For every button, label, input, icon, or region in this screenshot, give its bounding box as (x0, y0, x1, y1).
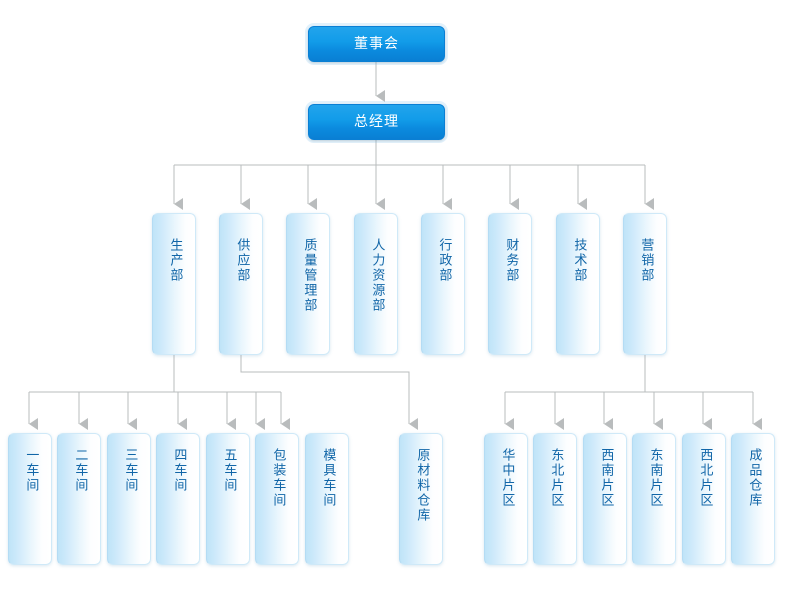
edge-supply-to-warehouse (240, 355, 418, 430)
node-workshop-3[interactable]: 三车间 (107, 433, 151, 565)
node-finished-goods-warehouse[interactable]: 成品仓库 (731, 433, 775, 565)
node-region-northwest[interactable]: 西北片区 (682, 433, 726, 565)
node-department-marketing-label: 营销部 (638, 238, 654, 283)
node-department-technology[interactable]: 技术部 (556, 213, 600, 355)
node-department-supply-label: 供应部 (234, 238, 250, 283)
node-department-finance-label: 财务部 (503, 238, 519, 283)
node-raw-material-warehouse-label: 原材料仓库 (414, 448, 430, 523)
node-region-southwest-label: 西南片区 (598, 448, 614, 508)
node-department-administration-label: 行政部 (436, 238, 452, 283)
node-region-southwest[interactable]: 西南片区 (583, 433, 627, 565)
node-workshop-2[interactable]: 二车间 (57, 433, 101, 565)
node-board[interactable]: 董事会 (308, 26, 445, 62)
node-workshop-4-label: 四车间 (171, 448, 187, 493)
node-department-finance[interactable]: 财务部 (488, 213, 532, 355)
node-workshop-3-label: 三车间 (122, 448, 138, 493)
node-region-southeast-label: 东南片区 (647, 448, 663, 508)
node-department-hr[interactable]: 人力资源部 (354, 213, 398, 355)
node-raw-material-warehouse[interactable]: 原材料仓库 (399, 433, 443, 565)
node-region-northwest-label: 西北片区 (697, 448, 713, 508)
node-region-northeast-label: 东北片区 (548, 448, 564, 508)
node-workshop-1-label: 一车间 (23, 448, 39, 493)
node-workshop-5-label: 五车间 (221, 448, 237, 493)
node-finished-goods-warehouse-label: 成品仓库 (746, 448, 762, 508)
node-department-production[interactable]: 生产部 (152, 213, 196, 355)
node-workshop-packaging[interactable]: 包装车间 (255, 433, 299, 565)
node-department-supply[interactable]: 供应部 (219, 213, 263, 355)
node-region-northeast[interactable]: 东北片区 (533, 433, 577, 565)
node-workshop-mould-label: 模具车间 (320, 448, 336, 508)
node-board-label: 董事会 (354, 35, 399, 52)
node-region-southeast[interactable]: 东南片区 (632, 433, 676, 565)
node-workshop-4[interactable]: 四车间 (156, 433, 200, 565)
node-workshop-packaging-label: 包装车间 (270, 448, 286, 508)
node-department-quality[interactable]: 质量管理部 (286, 213, 330, 355)
node-workshop-mould[interactable]: 模具车间 (305, 433, 349, 565)
node-region-central-china[interactable]: 华中片区 (484, 433, 528, 565)
node-department-technology-label: 技术部 (571, 238, 587, 283)
node-region-central-china-label: 华中片区 (499, 448, 515, 508)
node-department-administration[interactable]: 行政部 (421, 213, 465, 355)
node-department-hr-label: 人力资源部 (369, 238, 385, 313)
node-workshop-5[interactable]: 五车间 (206, 433, 250, 565)
node-department-quality-label: 质量管理部 (301, 238, 317, 313)
node-workshop-2-label: 二车间 (72, 448, 88, 493)
node-department-production-label: 生产部 (167, 238, 183, 283)
node-general-manager[interactable]: 总经理 (308, 104, 445, 140)
node-department-marketing[interactable]: 营销部 (623, 213, 667, 355)
node-workshop-1[interactable]: 一车间 (8, 433, 52, 565)
node-general-manager-label: 总经理 (354, 113, 399, 130)
